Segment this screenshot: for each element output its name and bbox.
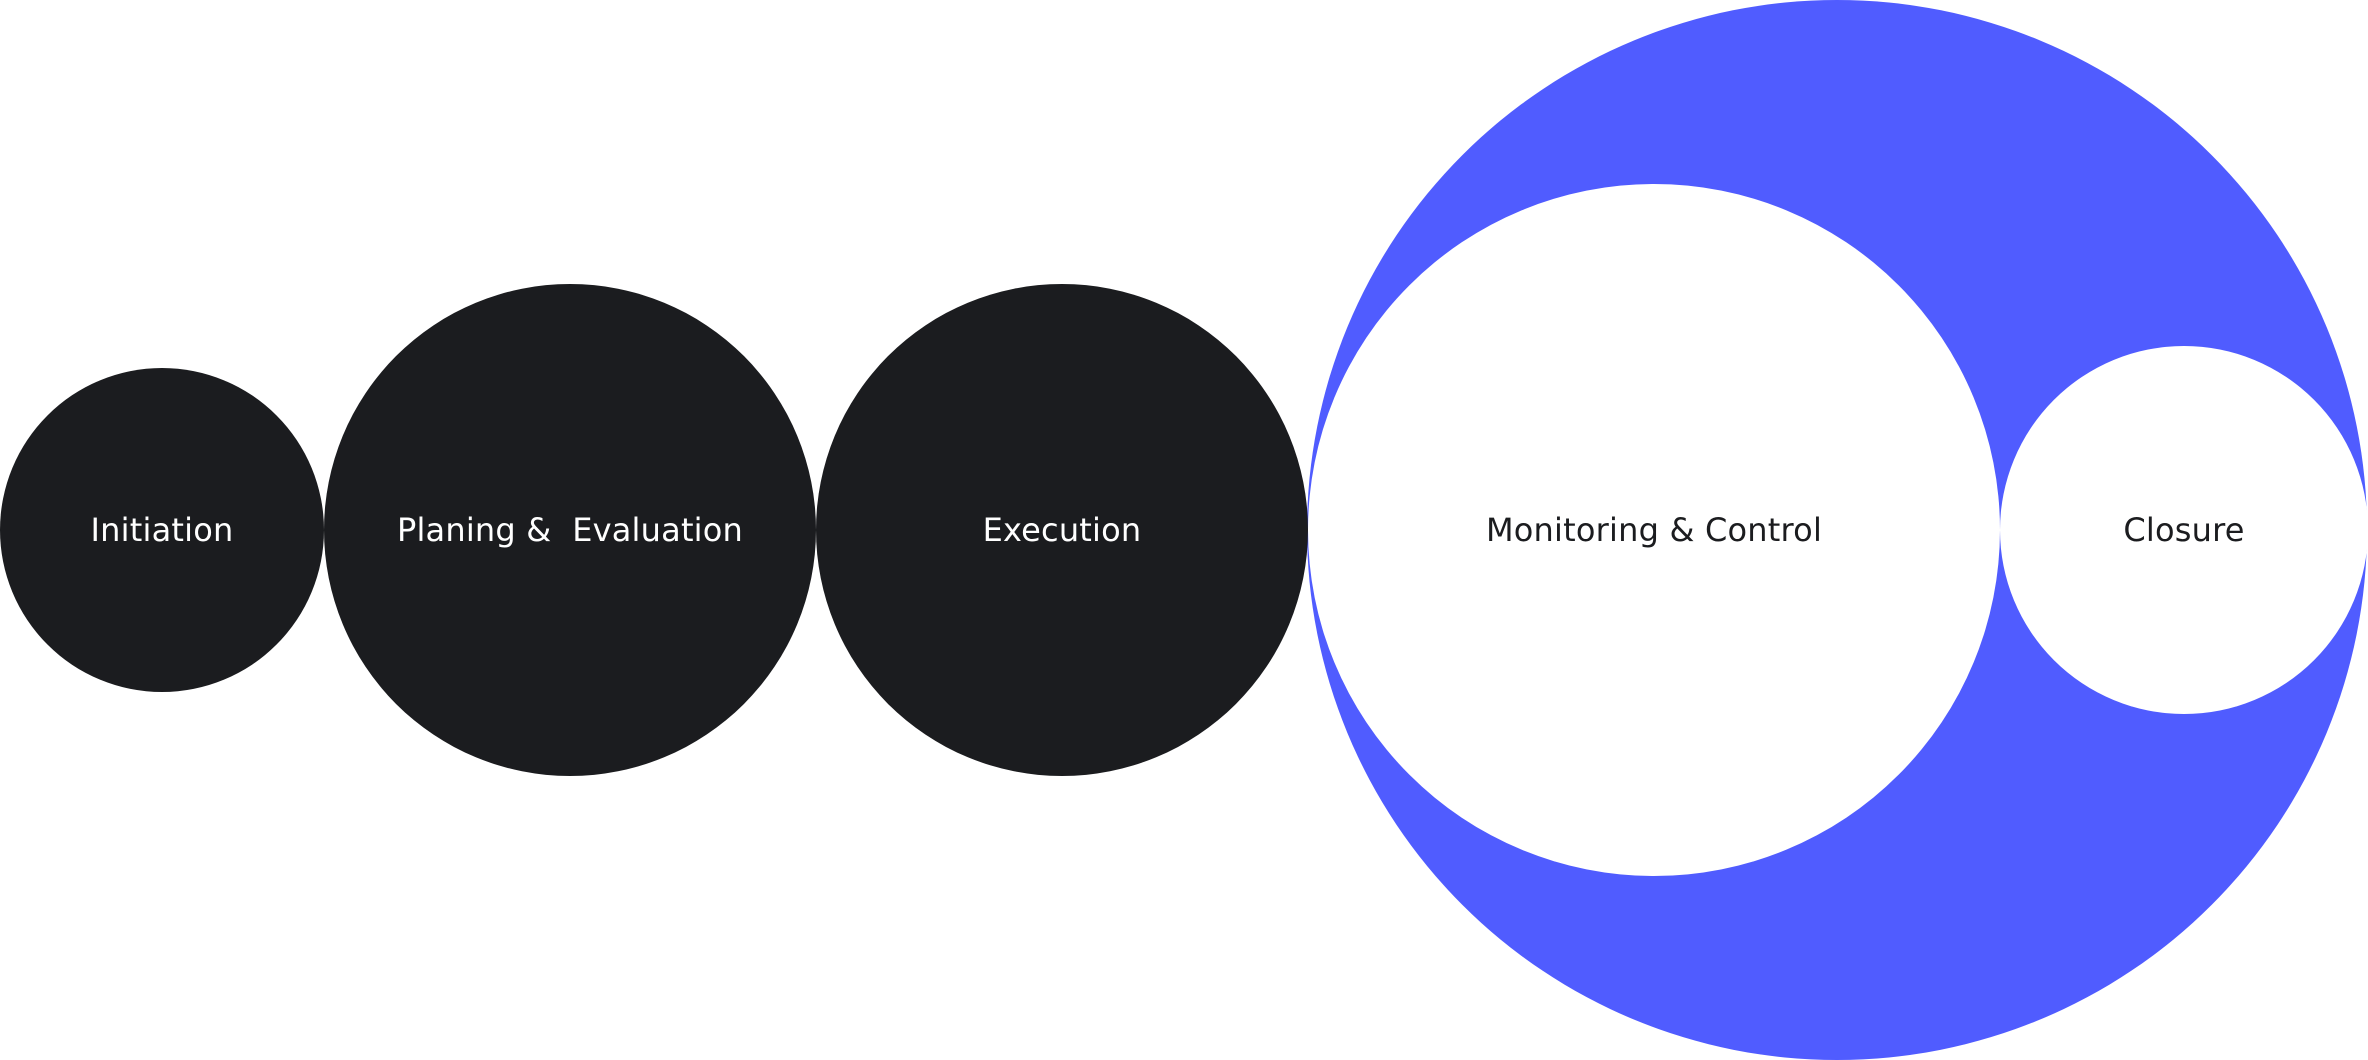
closure-circle (2000, 346, 2368, 714)
stage-label-execution: Execution (982, 511, 1142, 549)
initiation-circle (0, 368, 324, 692)
stage-label-initiation: Initiation (90, 511, 234, 549)
execution-circle (816, 284, 1308, 776)
stage-label-monitoring-control: Monitoring & Control (1485, 511, 1823, 549)
stage-label-closure: Closure (2123, 511, 2245, 549)
monitoring-inner-circle (1308, 184, 2000, 876)
planning-evaluation-circle (324, 284, 816, 776)
stage-label-planning-evaluation: Planing & Evaluation (396, 511, 744, 549)
